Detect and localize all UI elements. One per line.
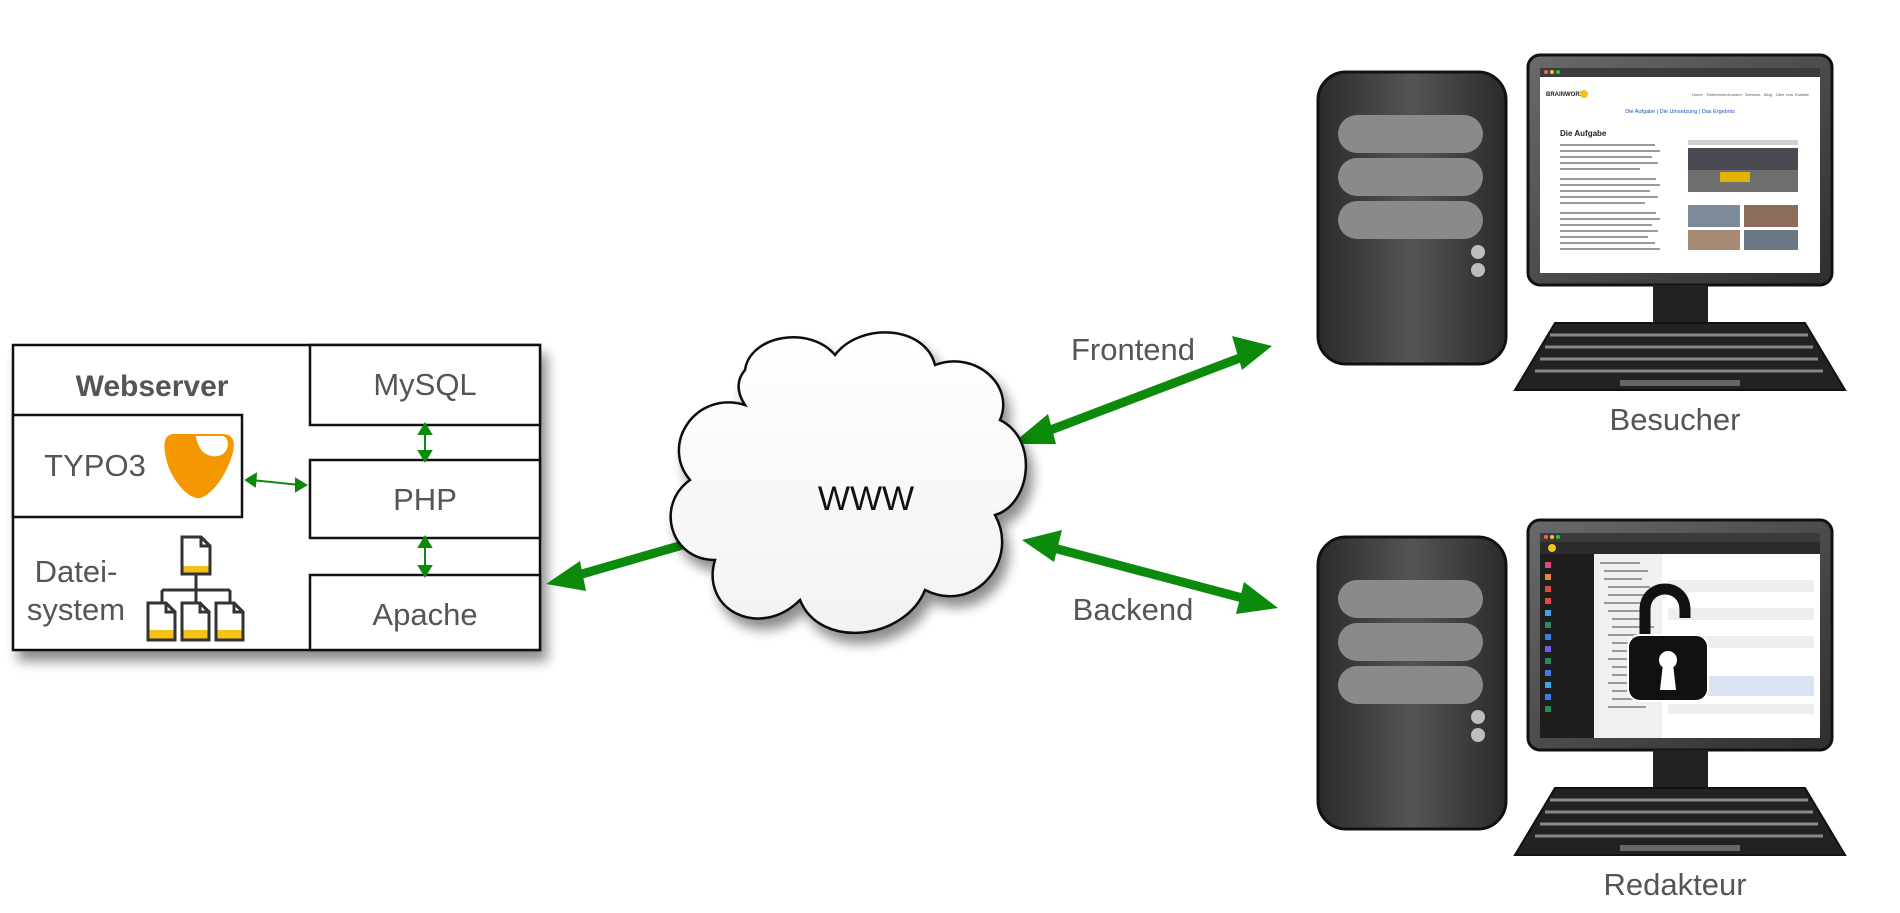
filesystem-label-line2: system	[27, 592, 125, 627]
webserver-box: Webserver TYPO3 Datei- system	[11, 343, 542, 652]
screen-text-lines	[1560, 144, 1660, 250]
typo3-logo-icon	[164, 434, 234, 499]
typo3-php-arrow	[244, 472, 308, 493]
mysql-label: MySQL	[373, 367, 476, 402]
screen-nav-item: Services	[1745, 92, 1760, 97]
backend-arrow	[1022, 530, 1278, 614]
filesystem-label-line1: Datei-	[35, 554, 118, 589]
screen-nav-item: Home	[1692, 92, 1703, 97]
visitor-screen: BRAINWORX Home Referenzen Kunden Service…	[1540, 68, 1820, 273]
backend-label: Backend	[1073, 592, 1194, 627]
visitor-computer: BRAINWORX Home Referenzen Kunden Service…	[1316, 53, 1847, 437]
screen-nav-item: Blog	[1764, 92, 1772, 97]
screen-nav-item: Kunden	[1728, 92, 1742, 97]
screen-subtitle: Die Aufgabe | Die Umsetzung | Das Ergebn…	[1625, 109, 1735, 115]
editor-label: Redakteur	[1603, 867, 1746, 902]
typo3-label: TYPO3	[44, 448, 146, 483]
tower-icon	[1316, 535, 1508, 831]
screen-heading: Die Aufgabe	[1560, 129, 1607, 138]
tower-icon	[1316, 70, 1508, 366]
screen-nav: Home Referenzen Kunden Services Blog Übe…	[1692, 92, 1809, 97]
frontend-arrow	[1012, 336, 1272, 444]
webserver-title: Webserver	[76, 370, 229, 403]
screen-sidebar-icons	[1545, 562, 1551, 712]
editor-computer: Redakteur	[1316, 518, 1847, 902]
apache-box	[308, 573, 542, 652]
visitor-label: Besucher	[1610, 402, 1741, 437]
php-box	[308, 458, 542, 540]
apache-label: Apache	[372, 597, 477, 632]
www-label: WWW	[818, 480, 914, 518]
frontend-label: Frontend	[1071, 332, 1195, 367]
php-label: PHP	[393, 482, 457, 517]
screen-logo: BRAINWORX	[1546, 92, 1584, 98]
unlocked-padlock-icon	[1627, 583, 1709, 702]
screen-nav-item: Über Uns	[1776, 92, 1793, 97]
mysql-php-arrow	[417, 422, 433, 463]
screen-nav-item: Kontakt	[1795, 92, 1809, 97]
screen-photos	[1688, 140, 1798, 250]
file-tree-icon	[146, 535, 245, 642]
www-cloud: WWW	[669, 331, 1028, 635]
php-apache-arrow	[417, 535, 433, 578]
screen-nav-item: Referenzen	[1707, 92, 1728, 97]
